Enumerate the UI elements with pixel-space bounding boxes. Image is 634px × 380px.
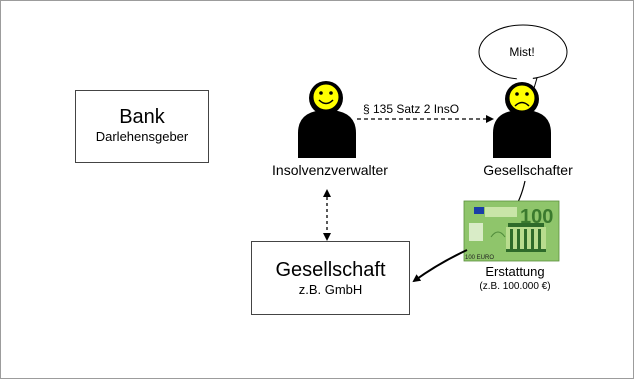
refund-amount: (z.B. 100.000 €) xyxy=(479,281,551,292)
company-title: Gesellschaft xyxy=(275,259,386,281)
shareholder-label: Gesellschafter xyxy=(483,162,573,178)
silhouette-icon xyxy=(298,110,356,158)
company-subtitle: z.B. GmbH xyxy=(298,282,363,297)
euro-100-banknote-icon xyxy=(463,200,560,262)
speech-bubble-text: Mist! xyxy=(509,45,535,59)
claim-arrow-label: § 135 Satz 2 InsO xyxy=(363,102,460,116)
bank-box: Bank Darlehensgeber xyxy=(75,90,209,163)
sad-face-icon xyxy=(508,84,536,112)
bank-title: Bank xyxy=(119,106,165,128)
insolvency-administrator-label: Insolvenzverwalter xyxy=(272,162,388,178)
refund-arrow xyxy=(412,249,468,283)
company-box: Gesellschaft z.B. GmbH xyxy=(251,241,410,315)
silhouette-icon xyxy=(493,110,551,158)
bank-subtitle: Darlehensgeber xyxy=(95,129,189,144)
happy-face-icon xyxy=(312,83,340,111)
shareholder-figure xyxy=(493,82,551,158)
refund-label: Erstattung xyxy=(485,264,545,279)
insolvency-administrator-figure xyxy=(298,81,356,158)
